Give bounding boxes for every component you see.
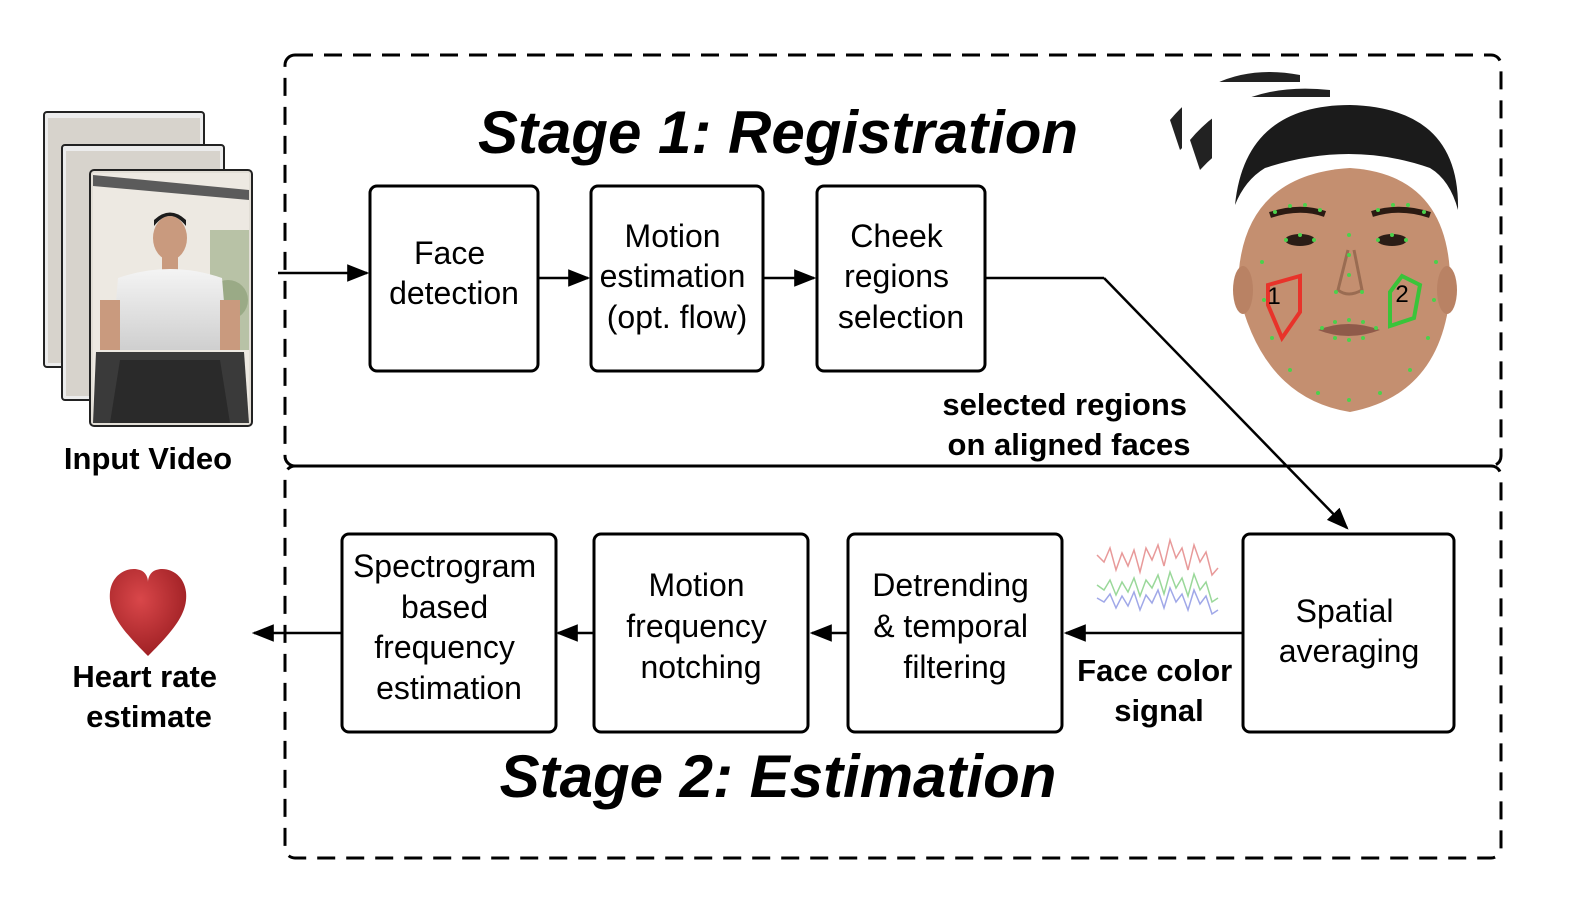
roi-label-2: 2 bbox=[1395, 281, 1408, 308]
selected-regions-label: selected regions on aligned faces bbox=[942, 387, 1195, 462]
face-color-signal-plot bbox=[1096, 537, 1219, 616]
detrending-text: Detrending & temporal filtering bbox=[872, 567, 1037, 685]
aligned-faces-stack: 1 2 bbox=[1160, 70, 1470, 419]
stage2-container bbox=[283, 464, 1503, 860]
stage1-title: Stage 1: Registration bbox=[478, 99, 1078, 166]
face-detection-text: Face detection bbox=[389, 235, 519, 311]
stage2-title: Stage 2: Estimation bbox=[500, 743, 1057, 810]
cheek-roi-2 bbox=[1388, 273, 1423, 329]
motion-notching-text: Motion frequency notching bbox=[626, 567, 775, 685]
input-video-label: Input Video bbox=[64, 441, 232, 476]
spatial-averaging-text: Spatial averaging bbox=[1279, 593, 1420, 669]
arrow-faces-to-spatial bbox=[1103, 277, 1349, 530]
motion-estimation-text: Motion estimation (opt. flow) bbox=[600, 218, 755, 335]
cheek-roi-1 bbox=[1266, 273, 1302, 343]
cheek-regions-text: Cheek regions selection bbox=[838, 218, 964, 335]
roi-label-1: 1 bbox=[1267, 283, 1280, 310]
heart-icon bbox=[109, 568, 187, 656]
spectrogram-text: Spectrogram based frequency estimation bbox=[353, 548, 545, 706]
face-color-signal-label: Face color signal bbox=[1077, 653, 1241, 728]
input-video-frames bbox=[43, 111, 253, 427]
heart-rate-label: Heart rate estimate bbox=[72, 659, 225, 734]
